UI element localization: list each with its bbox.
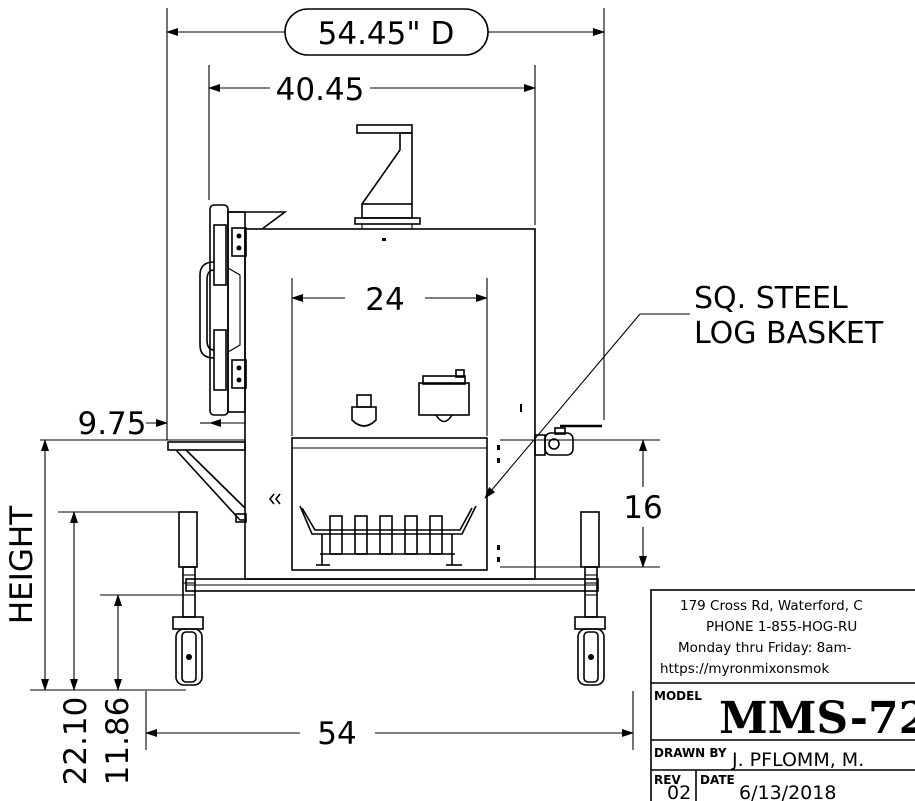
dim-firebox-width-label: 24 (365, 282, 404, 318)
dim-firebox-width: 24 (291, 282, 488, 318)
tb-model-label: MODEL (654, 689, 702, 703)
dim-overall-depth-label: 54.45" D (318, 16, 455, 52)
dim-height-label: HEIGHT (4, 505, 40, 624)
dim-height-a-label: 22.10 (58, 697, 94, 786)
dim-wheelbase: 54 (145, 716, 634, 752)
side-shelf (167, 441, 281, 523)
dim-height-b: 11.86 (100, 594, 136, 786)
dim-height-a: 22.10 (58, 511, 94, 786)
tb-model-value: MMS-72C (719, 693, 915, 744)
tb-hours: Monday thru Friday: 8am- (678, 640, 852, 656)
tb-url: https://myronmixonsmok (660, 661, 829, 677)
dim-basket-height-label: 16 (623, 490, 662, 526)
log-basket-callout: SQ. STEEL LOG BASKET (484, 281, 884, 499)
title-block: 179 Cross Rd, Waterford, C PHONE 1-855-H… (650, 589, 915, 801)
drain-valve (534, 424, 602, 456)
callout-line-1: SQ. STEEL (694, 281, 848, 316)
chimney (354, 124, 421, 229)
dim-top-width: 40.45 (208, 72, 536, 108)
dim-top-width-label: 40.45 (276, 72, 365, 108)
tb-address: 179 Cross Rd, Waterford, C (680, 598, 863, 614)
callout-line-2: LOG BASKET (694, 316, 884, 351)
dim-height: HEIGHT (4, 439, 49, 691)
frame-and-wheels (172, 511, 606, 686)
tb-rev-label: REV (654, 773, 681, 787)
dim-height-b-label: 11.86 (100, 697, 136, 786)
tb-phone: PHONE 1-855-HOG-RU (706, 619, 857, 635)
dim-basket-height: 16 (623, 439, 663, 568)
log-basket (299, 505, 477, 566)
tb-drawn-by-value: J. PFLOMM, M. (731, 749, 864, 771)
door-assembly (199, 204, 288, 416)
dim-door-offset: 9.75 (77, 406, 245, 442)
thermometer-and-control (351, 369, 470, 427)
dim-door-offset-label: 9.75 (77, 406, 146, 442)
tb-rev-value: 02 (667, 782, 691, 801)
dim-overall-depth: 54.45" D (166, 8, 605, 56)
extension-lines (30, 8, 660, 750)
tb-drawn-by-label: DRAWN BY (654, 746, 727, 760)
tb-date-value: 6/13/2018 (739, 782, 836, 801)
tb-date-label: DATE (700, 773, 735, 787)
dim-wheelbase-label: 54 (317, 716, 356, 752)
